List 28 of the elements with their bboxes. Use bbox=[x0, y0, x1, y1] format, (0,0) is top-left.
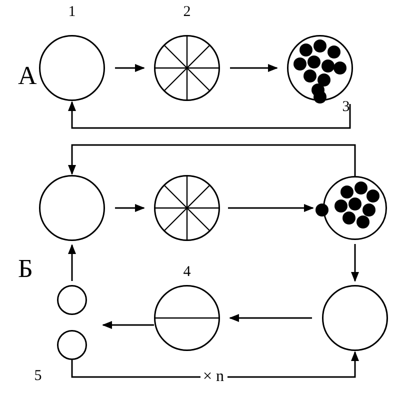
circle-node bbox=[57, 330, 87, 360]
circle-node bbox=[287, 35, 353, 101]
callout-number: 5 bbox=[34, 368, 42, 384]
callout-number: 3 bbox=[342, 99, 350, 115]
circle-node bbox=[57, 285, 87, 315]
callout-number: 1 bbox=[68, 4, 76, 20]
circle-node bbox=[154, 35, 220, 101]
arrow bbox=[351, 244, 359, 282]
arrow bbox=[115, 204, 145, 212]
section-letter: А bbox=[18, 62, 37, 90]
arrow bbox=[115, 64, 145, 72]
arrow bbox=[68, 101, 351, 129]
arrow bbox=[230, 64, 278, 72]
circle-node bbox=[39, 175, 105, 241]
arrow bbox=[229, 314, 312, 322]
circle-node bbox=[154, 175, 220, 241]
arrow bbox=[228, 204, 314, 212]
arrow bbox=[71, 351, 359, 378]
circle-node bbox=[39, 35, 105, 101]
callout-number: 4 bbox=[183, 264, 191, 280]
callout-number: 2 bbox=[183, 4, 191, 20]
circle-node bbox=[154, 285, 220, 351]
arrow bbox=[102, 321, 154, 329]
section-letter: Б bbox=[18, 255, 33, 283]
arrow bbox=[68, 244, 76, 281]
circle-node bbox=[323, 176, 387, 240]
circle-node bbox=[322, 285, 388, 351]
arrow bbox=[68, 144, 356, 176]
